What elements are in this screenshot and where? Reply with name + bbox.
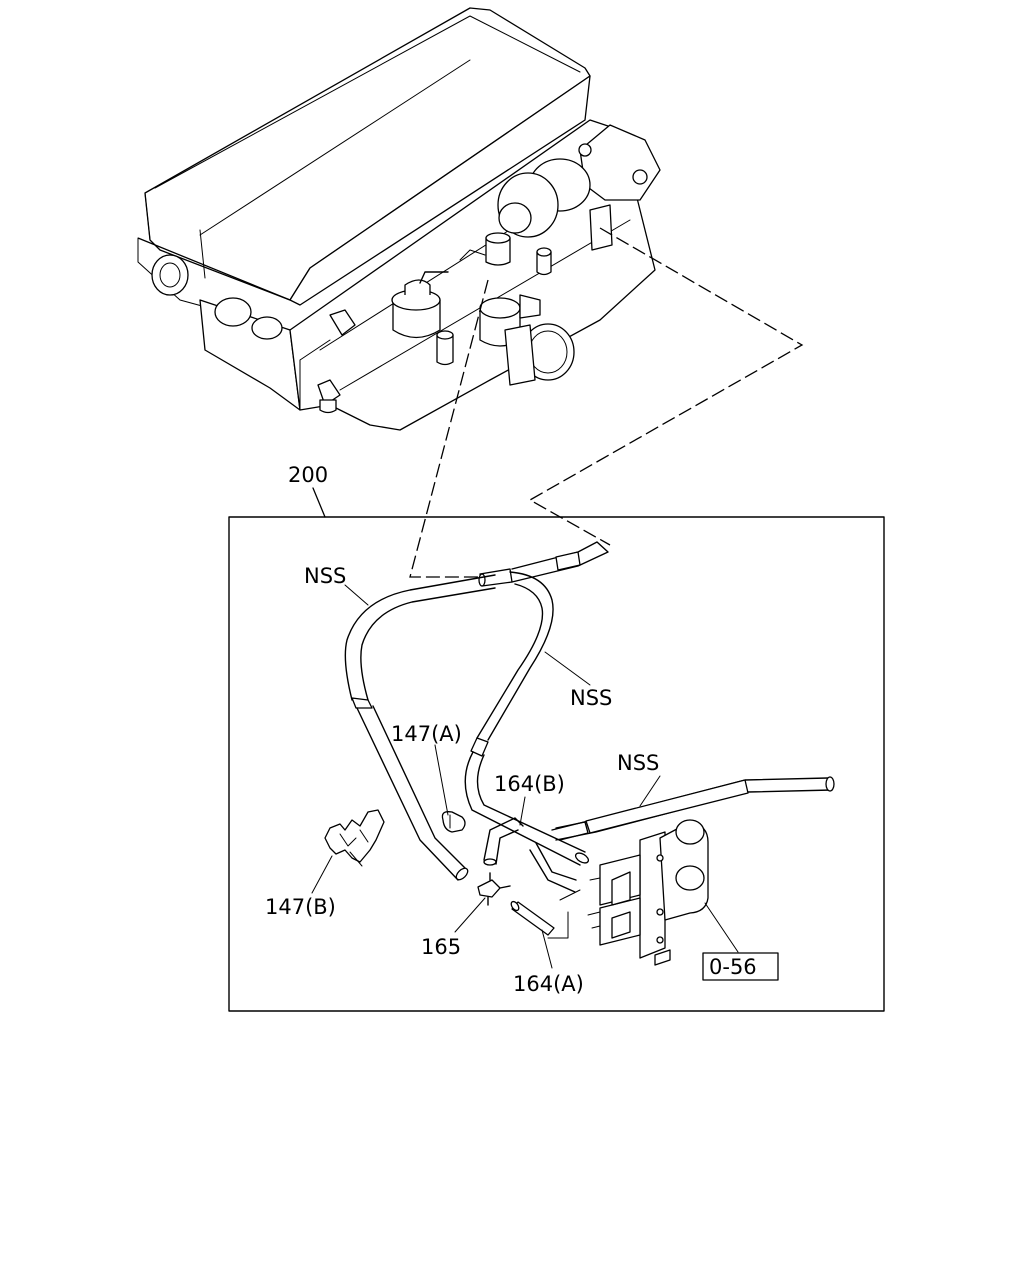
leader-lines <box>409 227 804 578</box>
assembly-label: 200 <box>288 463 328 487</box>
assembly-box <box>228 516 885 1012</box>
callout-clip-147b: 147(B) <box>265 895 336 919</box>
reference-label: 0-56 <box>709 955 757 979</box>
solenoid-valves <box>587 819 709 966</box>
callout-hose-164b: 164(B) <box>494 772 565 796</box>
clip-147a <box>441 811 466 833</box>
callout-clip-147a: 147(A) <box>391 722 462 746</box>
engine-manifold <box>137 7 661 431</box>
callout-connector-165: 165 <box>421 935 461 959</box>
reference-box <box>702 952 779 981</box>
callout-nss-mid-right: NSS <box>570 686 612 710</box>
callout-nss-upper-left: NSS <box>304 564 346 588</box>
callout-nss-valve: NSS <box>617 751 659 775</box>
callout-leaders <box>311 584 739 969</box>
vacuum-hoses <box>344 541 835 939</box>
clip-147b <box>324 809 385 867</box>
callout-hose-164a: 164(A) <box>513 972 584 996</box>
